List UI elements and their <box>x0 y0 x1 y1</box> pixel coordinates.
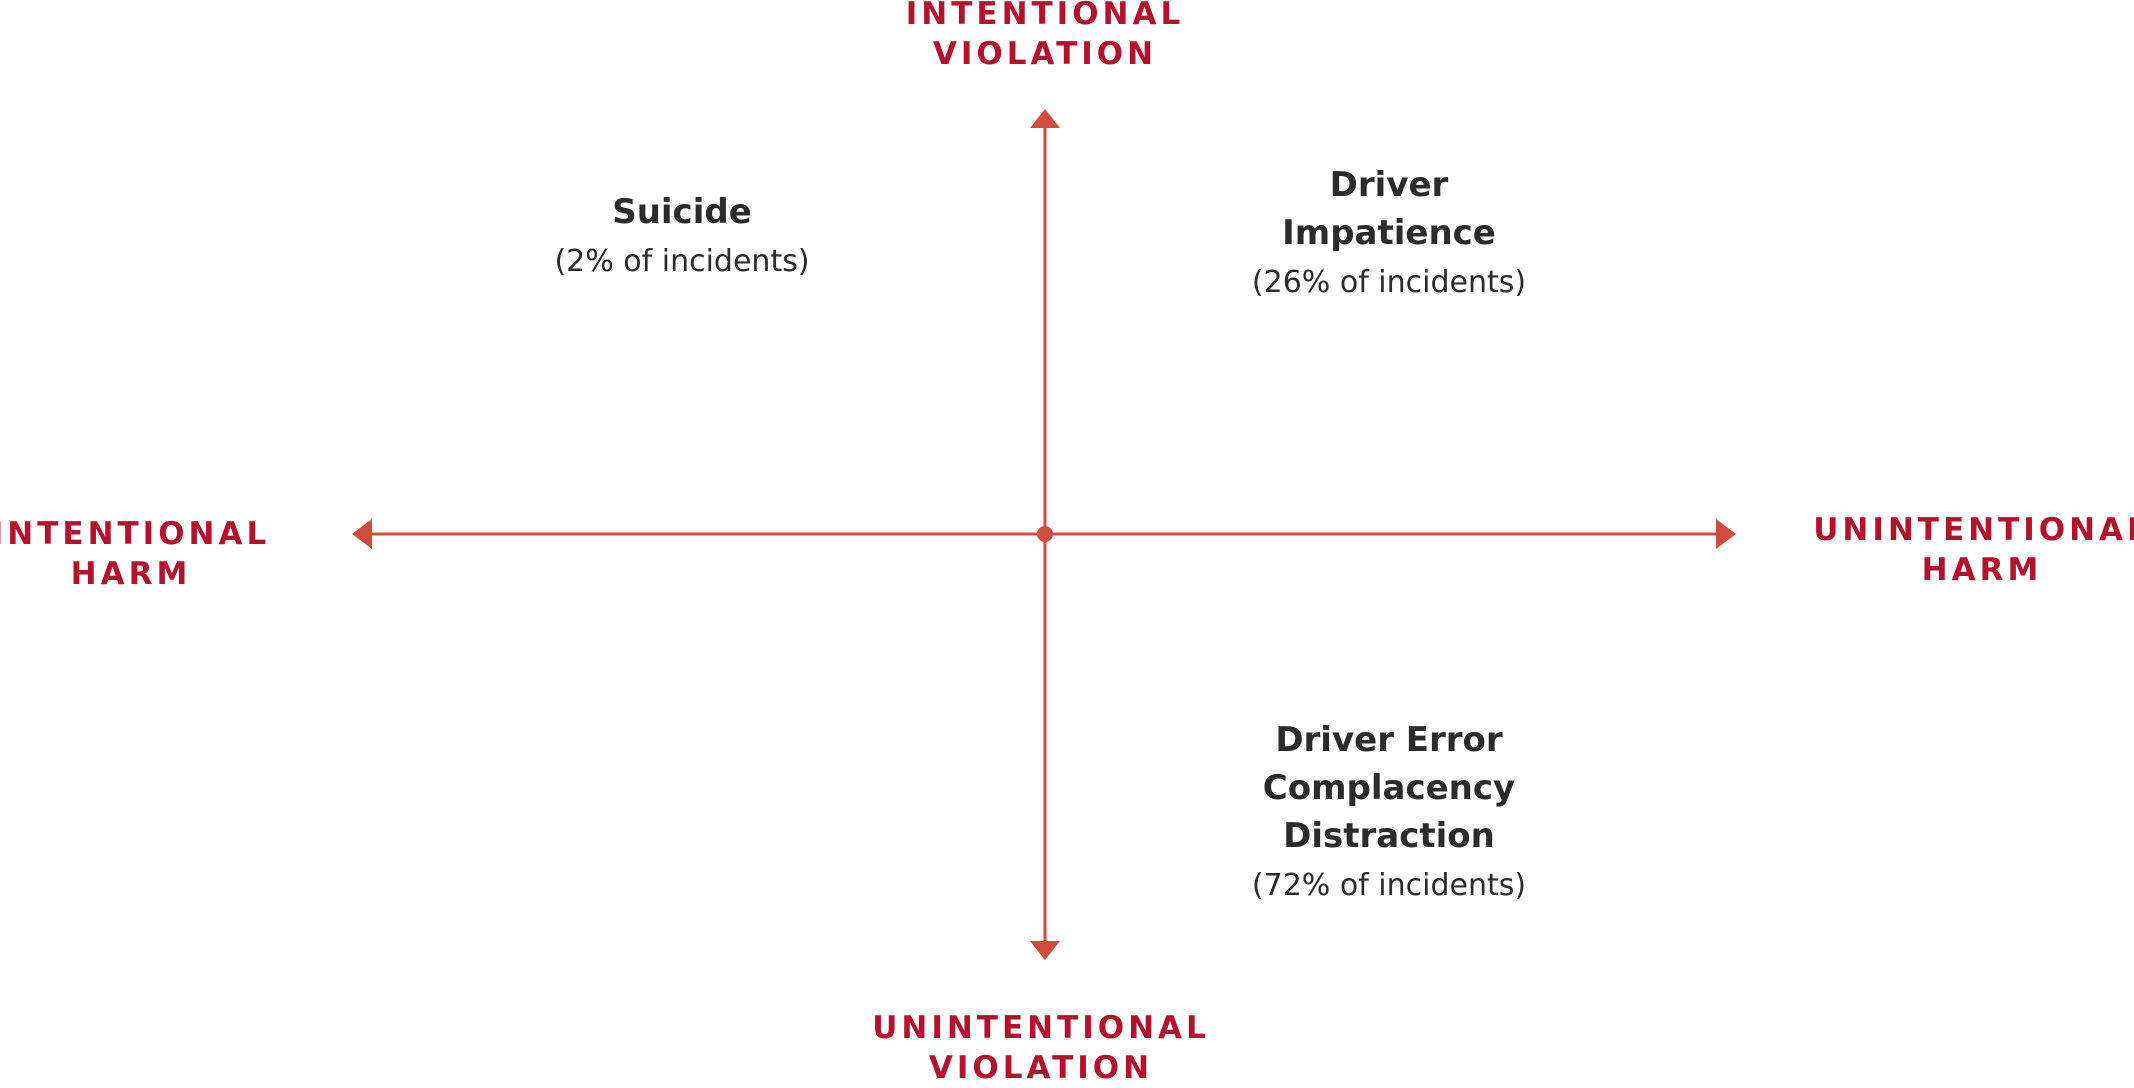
quadrant-bottom-right-share: (72% of incidents) <box>1251 868 1527 903</box>
axis-label-bottom: UNINTENTIONAL VIOLATION <box>872 1008 1210 1088</box>
quadrant-bottom-right: Driver Error Complacency Distraction (72… <box>1252 716 1526 910</box>
axis-label-left-line2: HARM <box>70 556 192 592</box>
axis-label-right-line1: UNINTENTIONAL <box>1813 512 2134 548</box>
axis-label-bottom-line1: UNINTENTIONAL <box>872 1010 1210 1046</box>
arrow-up-icon <box>1030 109 1060 128</box>
arrow-right-icon <box>1716 519 1736 549</box>
arrow-left-icon <box>352 519 372 549</box>
quadrant-top-right-name-line1: Driver <box>1329 165 1449 205</box>
quadrant-top-right-share: (26% of incidents) <box>1251 265 1527 300</box>
quadrant-bottom-right-name-line3: Distraction <box>1283 816 1495 856</box>
axis-label-top-line1: INTENTIONAL <box>905 0 1185 32</box>
quadrant-top-left-name: Suicide <box>612 192 752 232</box>
axis-label-left-line1: INTENTIONAL <box>0 516 271 552</box>
origin-dot <box>1037 526 1053 542</box>
axis-label-bottom-line2: VIOLATION <box>928 1050 1154 1086</box>
axis-label-right: UNINTENTIONAL HARM <box>1813 510 2134 590</box>
quadrant-bottom-right-name-line1: Driver Error <box>1275 720 1503 760</box>
quadrant-bottom-right-name-line2: Complacency <box>1262 768 1516 808</box>
axis-label-right-line2: HARM <box>1921 552 2043 588</box>
quadrant-top-left: Suicide (2% of incidents) <box>554 188 809 286</box>
quadrant-top-right-name-line2: Impatience <box>1282 213 1496 253</box>
axis-label-top: INTENTIONAL VIOLATION <box>906 0 1184 74</box>
arrow-down-icon <box>1030 941 1060 960</box>
axis-label-left: INTENTIONAL HARM <box>0 514 270 594</box>
axis-label-top-line2: VIOLATION <box>932 36 1158 72</box>
quadrant-top-right: Driver Impatience (26% of incidents) <box>1252 161 1526 307</box>
quadrant-top-left-share: (2% of incidents) <box>554 244 810 279</box>
